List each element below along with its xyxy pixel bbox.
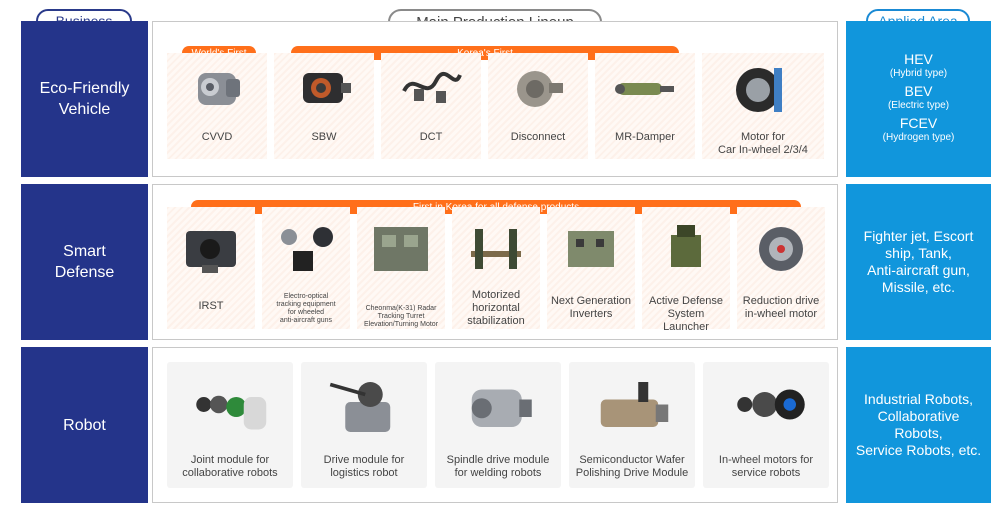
- product-label: Semiconductor Wafer Polishing Drive Modu…: [575, 454, 689, 479]
- product-card: Semiconductor Wafer Polishing Drive Modu…: [569, 362, 695, 488]
- product-label: Reduction drive in-wheel motor: [742, 295, 820, 320]
- cvvd-icon: [198, 73, 240, 105]
- product-card: IRST: [167, 207, 255, 329]
- spindle-drive-icon: [471, 389, 532, 427]
- product-label: Spindle drive module for welding robots: [446, 454, 550, 479]
- drive-module-icon: [329, 382, 391, 432]
- applied-defense: Fighter jet, Escort ship, Tank, Anti-air…: [846, 184, 991, 340]
- product-label: Motor for Car In-wheel 2/3/4: [718, 131, 808, 156]
- reduction-drive-icon: [759, 227, 803, 271]
- radar-turret-icon: [374, 227, 428, 271]
- product-label: DCT: [419, 131, 443, 143]
- applied-eco: HEV (Hybrid type) BEV (Electric type) FC…: [846, 21, 991, 177]
- product-card: Motorized horizontal stabilization: [452, 207, 540, 329]
- applied-bev: BEV: [904, 83, 933, 99]
- product-card: Joint module for collaborative robots: [167, 362, 293, 488]
- inverter-icon: [568, 231, 614, 267]
- robot-lineup-panel: Joint module for collaborative robots Dr…: [152, 347, 838, 503]
- product-label: Joint module for collaborative robots: [182, 454, 278, 479]
- product-label: Active Defense System Launcher: [649, 295, 723, 333]
- disconnect-icon: [517, 71, 563, 107]
- applied-fcev: FCEV: [899, 115, 938, 131]
- product-label: Drive module for logistics robot: [323, 454, 405, 479]
- applied-defense-text: Fighter jet, Escort ship, Tank, Anti-air…: [863, 228, 974, 295]
- product-label: Cheonma(K-31) Radar Tracking Turret Elev…: [363, 305, 439, 328]
- applied-hev-type: (Hybrid type): [889, 68, 948, 79]
- product-label: Next Generation Inverters: [550, 295, 632, 320]
- sbw-icon: [303, 73, 351, 103]
- launcher-icon: [671, 225, 701, 267]
- wafer-polishing-icon: [600, 382, 669, 427]
- product-card: CVVD: [167, 53, 267, 159]
- irst-icon: [186, 231, 236, 273]
- product-card: In-wheel motors for service robots: [703, 362, 829, 488]
- business-eco-friendly-vehicle: Eco-Friendly Vehicle: [21, 21, 148, 177]
- applied-hev: HEV: [904, 51, 933, 67]
- product-card: Drive module for logistics robot: [301, 362, 427, 488]
- applied-robot-text: Industrial Robots, Collaborative Robots,…: [855, 391, 982, 458]
- product-label: IRST: [198, 300, 224, 312]
- product-label: In-wheel motors for service robots: [718, 454, 814, 479]
- product-label: MR-Damper: [615, 131, 675, 143]
- dct-icon: [402, 72, 462, 103]
- in-wheel-motor-icon: [736, 68, 782, 112]
- product-card: DCT: [381, 53, 481, 159]
- product-label: Electro-optical tracking equipment for w…: [276, 293, 336, 324]
- product-label: SBW: [311, 131, 337, 143]
- defense-lineup-panel: First in Korea for all defense products …: [152, 184, 838, 340]
- product-card: Disconnect: [488, 53, 588, 159]
- product-label: Motorized horizontal stabilization: [467, 289, 525, 327]
- product-label: Disconnect: [510, 131, 566, 143]
- electro-optical-icon: [281, 227, 333, 271]
- product-card: Next Generation Inverters: [547, 207, 635, 329]
- applied-robot: Industrial Robots, Collaborative Robots,…: [846, 347, 991, 503]
- mr-damper-icon: [615, 83, 674, 95]
- robot-in-wheel-icon: [737, 389, 805, 420]
- product-label: CVVD: [201, 131, 233, 143]
- stabilization-icon: [471, 229, 521, 269]
- applied-bev-type: (Electric type): [887, 100, 950, 111]
- product-card: Electro-optical tracking equipment for w…: [262, 207, 350, 329]
- product-card: Motor for Car In-wheel 2/3/4: [702, 53, 824, 159]
- product-card: Spindle drive module for welding robots: [435, 362, 561, 488]
- product-card: Reduction drive in-wheel motor: [737, 207, 825, 329]
- joint-module-icon: [196, 395, 267, 430]
- applied-fcev-type: (Hydrogen type): [882, 132, 955, 143]
- product-card: Cheonma(K-31) Radar Tracking Turret Elev…: [357, 207, 445, 329]
- product-card: Active Defense System Launcher: [642, 207, 730, 333]
- product-card: MR-Damper: [595, 53, 695, 159]
- business-smart-defense: Smart Defense: [21, 184, 148, 340]
- product-card: SBW: [274, 53, 374, 159]
- business-robot: Robot: [21, 347, 148, 503]
- eco-lineup-panel: World's First Korea's First CVVD SBW DCT…: [152, 21, 838, 177]
